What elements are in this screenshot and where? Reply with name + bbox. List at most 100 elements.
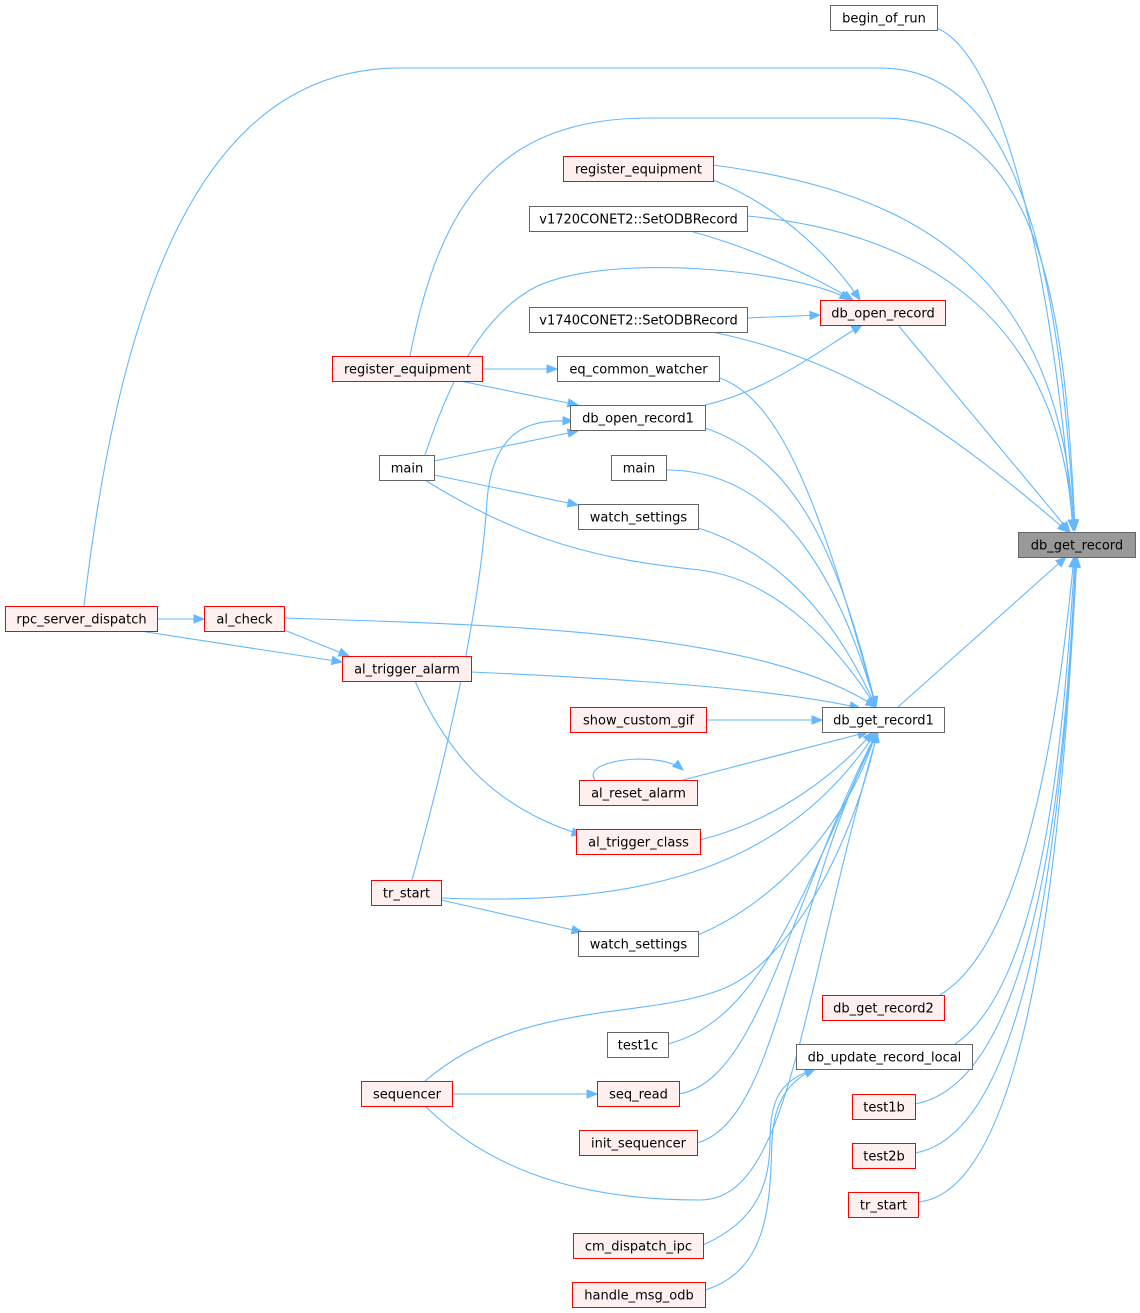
node-label-v1740: v1740CONET2::SetODBRecord (539, 314, 737, 329)
node-box-db_get_record1[interactable] (822, 707, 945, 733)
edge-begin_of_run-to-db_get_record (936, 27, 1074, 531)
node-label-register_equipment_b: register_equipment (344, 363, 471, 378)
edge-test2b-to-db_get_record (914, 556, 1077, 1154)
arrowhead-rpc_server_dispatch-to-al_check (193, 614, 206, 624)
edge-db_get_record1-to-db_get_record (897, 556, 1067, 708)
node-label-watch_settings_b: watch_settings (590, 938, 688, 953)
edge-test1b-to-db_get_record (914, 556, 1077, 1105)
node-box-al_trigger_class[interactable] (576, 829, 701, 855)
node-label-test2b: test2b (863, 1150, 905, 1165)
node-cm_dispatch_ipc[interactable]: cm_dispatch_ipc (573, 1233, 704, 1259)
node-label-watch_settings_a: watch_settings (590, 511, 688, 526)
node-tr_start_b[interactable]: tr_start (848, 1192, 919, 1218)
node-al_reset_alarm[interactable]: al_reset_alarm (579, 780, 698, 806)
node-db_open_record1[interactable]: db_open_record1 (570, 405, 706, 431)
node-test1b[interactable]: test1b (852, 1094, 916, 1120)
node-box-db_open_record[interactable] (820, 300, 946, 326)
node-db_get_record[interactable]: db_get_record (1018, 532, 1136, 558)
edge-tr_start_a-to-watch_settings_b (440, 899, 583, 933)
node-box-al_reset_alarm[interactable] (579, 780, 698, 806)
node-box-db_update_record_local[interactable] (796, 1044, 973, 1070)
node-test1c[interactable]: test1c (607, 1032, 669, 1058)
node-box-tr_start_a[interactable] (371, 880, 442, 906)
node-db_get_record2[interactable]: db_get_record2 (822, 995, 945, 1021)
node-test2b[interactable]: test2b (852, 1143, 916, 1169)
node-box-eq_common_watcher[interactable] (557, 356, 720, 382)
node-box-main_mid[interactable] (611, 455, 667, 481)
node-watch_settings_a[interactable]: watch_settings (578, 504, 699, 530)
node-init_sequencer[interactable]: init_sequencer (579, 1130, 698, 1156)
node-db_open_record[interactable]: db_open_record (820, 300, 946, 326)
edge-v1720-to-db_get_record (746, 215, 1074, 531)
arrowhead-main_left-to-db_open_record (838, 290, 852, 301)
node-box-init_sequencer[interactable] (579, 1130, 698, 1156)
edge-tr_start_a-to-db_get_record1 (440, 731, 877, 900)
node-label-init_sequencer: init_sequencer (591, 1137, 687, 1152)
node-box-al_check[interactable] (204, 606, 285, 632)
node-db_update_record_local[interactable]: db_update_record_local (796, 1044, 973, 1070)
arrowhead-tr_start_b-to-db_get_record (1071, 555, 1082, 568)
node-box-al_trigger_alarm[interactable] (342, 656, 472, 682)
node-box-v1740[interactable] (529, 307, 748, 333)
arrowhead-al_reset_alarm-to-al_reset_alarm (671, 759, 685, 771)
node-label-main_left: main (391, 462, 423, 477)
node-handle_msg_odb[interactable]: handle_msg_odb (572, 1282, 706, 1308)
edge-al_trigger_alarm-to-al_trigger_class (414, 680, 583, 836)
node-tr_start_a[interactable]: tr_start (371, 880, 442, 906)
node-box-register_equipment_a[interactable] (563, 156, 714, 182)
node-eq_common_watcher[interactable]: eq_common_watcher (557, 356, 720, 382)
node-label-seq_read: seq_read (609, 1088, 668, 1103)
node-al_check[interactable]: al_check (204, 606, 285, 632)
node-register_equipment_b[interactable]: register_equipment (332, 356, 483, 382)
node-label-db_update_record_local: db_update_record_local (808, 1051, 962, 1066)
node-sequencer[interactable]: sequencer (361, 1081, 453, 1107)
node-box-test1c[interactable] (607, 1032, 669, 1058)
node-box-test1b[interactable] (852, 1094, 916, 1120)
arrowhead-register_equipment_a-to-db_open_record (850, 288, 861, 302)
node-show_custom_gif[interactable]: show_custom_gif (570, 707, 707, 733)
node-box-test2b[interactable] (852, 1143, 916, 1169)
edge-sequencer-to-db_get_record1 (424, 731, 878, 1082)
edge-al_trigger_alarm-to-db_get_record1 (470, 671, 861, 709)
node-label-al_check: al_check (216, 613, 273, 628)
node-box-db_open_record1[interactable] (570, 405, 706, 431)
node-v1740[interactable]: v1740CONET2::SetODBRecord (529, 307, 748, 333)
edge-db_update_record_local-to-db_get_record (954, 556, 1076, 1045)
node-box-sequencer[interactable] (361, 1081, 453, 1107)
edge-db_open_record1-to-db_get_record1 (704, 427, 877, 708)
node-v1720[interactable]: v1720CONET2::SetODBRecord (529, 206, 748, 232)
node-al_trigger_class[interactable]: al_trigger_class (576, 829, 701, 855)
node-box-db_get_record2[interactable] (822, 995, 945, 1021)
node-box-main_left[interactable] (379, 455, 435, 481)
node-register_equipment_a[interactable]: register_equipment (563, 156, 714, 182)
node-box-show_custom_gif[interactable] (570, 707, 707, 733)
node-label-al_trigger_alarm: al_trigger_alarm (354, 663, 460, 678)
node-watch_settings_b[interactable]: watch_settings (578, 931, 699, 957)
node-label-begin_of_run: begin_of_run (842, 12, 926, 27)
node-box-db_get_record[interactable] (1018, 532, 1136, 558)
node-begin_of_run[interactable]: begin_of_run (830, 5, 938, 31)
edge-main_left-to-watch_settings_a (433, 474, 579, 506)
node-main_left[interactable]: main (379, 455, 435, 481)
node-seq_read[interactable]: seq_read (597, 1081, 680, 1107)
node-rpc_server_dispatch[interactable]: rpc_server_dispatch (5, 606, 158, 632)
node-box-begin_of_run[interactable] (830, 5, 938, 31)
node-label-rpc_server_dispatch: rpc_server_dispatch (16, 613, 146, 628)
node-box-v1720[interactable] (529, 206, 748, 232)
node-box-register_equipment_b[interactable] (332, 356, 483, 382)
node-box-cm_dispatch_ipc[interactable] (573, 1233, 704, 1259)
edge-register_equipment_a-to-db_get_record (712, 164, 1075, 531)
node-main_mid[interactable]: main (611, 455, 667, 481)
node-box-rpc_server_dispatch[interactable] (5, 606, 158, 632)
edge-main_mid-to-db_get_record1 (665, 469, 877, 708)
edge-al_check-to-db_get_record1 (283, 617, 877, 708)
node-box-handle_msg_odb[interactable] (572, 1282, 706, 1308)
node-box-tr_start_b[interactable] (848, 1192, 919, 1218)
node-db_get_record1[interactable]: db_get_record1 (822, 707, 945, 733)
node-box-watch_settings_a[interactable] (578, 504, 699, 530)
node-al_trigger_alarm[interactable]: al_trigger_alarm (342, 656, 472, 682)
edges (83, 27, 1082, 1291)
node-box-seq_read[interactable] (597, 1081, 680, 1107)
node-label-cm_dispatch_ipc: cm_dispatch_ipc (585, 1240, 692, 1255)
node-box-watch_settings_b[interactable] (578, 931, 699, 957)
